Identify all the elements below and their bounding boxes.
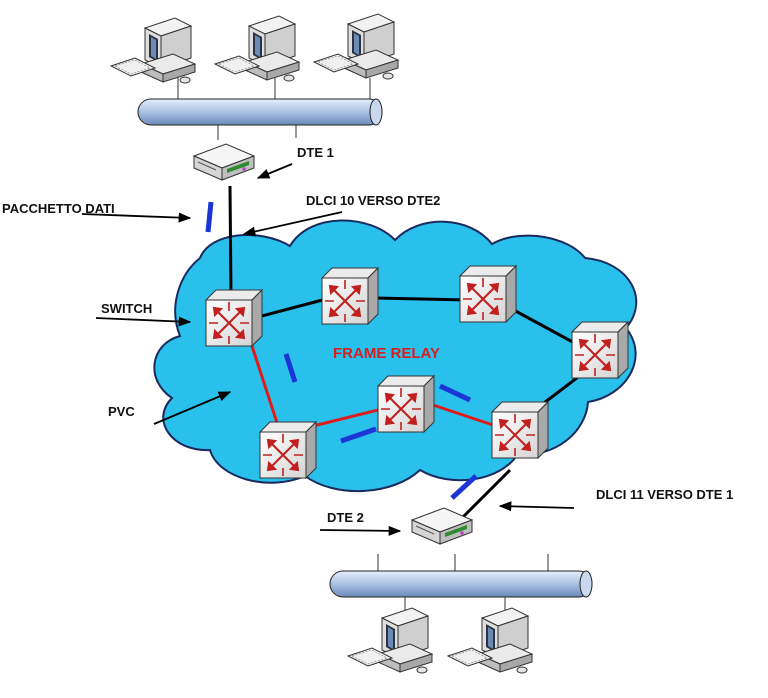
data-packet [438, 383, 472, 403]
data-packet [340, 426, 377, 444]
data-packet [283, 353, 298, 383]
frame-relay-switch-icon [205, 289, 263, 347]
frame-relay-switch-icon [571, 321, 629, 379]
dte1-router-icon [193, 143, 255, 181]
dlci10-label: DLCI 10 VERSO DTE2 [306, 193, 440, 208]
frame-relay-switch-icon [491, 401, 549, 459]
trunk-link [509, 306, 581, 348]
computer-workstation-icon [110, 17, 196, 84]
dte2-label: DTE 2 [327, 510, 364, 525]
bottom-lan-bus [329, 554, 593, 612]
frame-relay-switch-icon [259, 421, 317, 479]
frame-relay-switch-icon [459, 265, 517, 323]
switch-label: SWITCH [101, 301, 152, 316]
pacchetto-dati-label: PACCHETTO DATI [2, 201, 115, 216]
pvc-link [250, 345, 282, 433]
data-packet [205, 201, 214, 233]
access-link-dte2 [456, 468, 512, 524]
computer-workstation-icon [447, 607, 533, 674]
data-packet [450, 474, 478, 500]
data-packets [205, 201, 478, 500]
computer-workstation-icon [313, 13, 399, 80]
pvc-label: PVC [108, 404, 135, 419]
computer-workstation-icon [214, 15, 300, 82]
frame-relay-switch-icon [377, 375, 435, 433]
trunk-link [253, 296, 331, 320]
network-links [228, 185, 591, 524]
pvc-link [423, 400, 503, 430]
frame-relay-cloud-label: FRAME RELAY [333, 345, 440, 362]
dte2-router-icon [411, 507, 473, 545]
top-lan-bus [137, 78, 383, 140]
dte1-label: DTE 1 [297, 145, 334, 160]
trunk-link [373, 296, 469, 302]
pvc-link [304, 406, 387, 430]
computer-workstation-icon [347, 607, 433, 674]
frame-relay-switch-icon [321, 267, 379, 325]
access-link-dte1 [228, 185, 233, 297]
annotation-arrows [81, 163, 575, 536]
dlci11-label: DLCI 11 VERSO DTE 1 [596, 487, 733, 502]
